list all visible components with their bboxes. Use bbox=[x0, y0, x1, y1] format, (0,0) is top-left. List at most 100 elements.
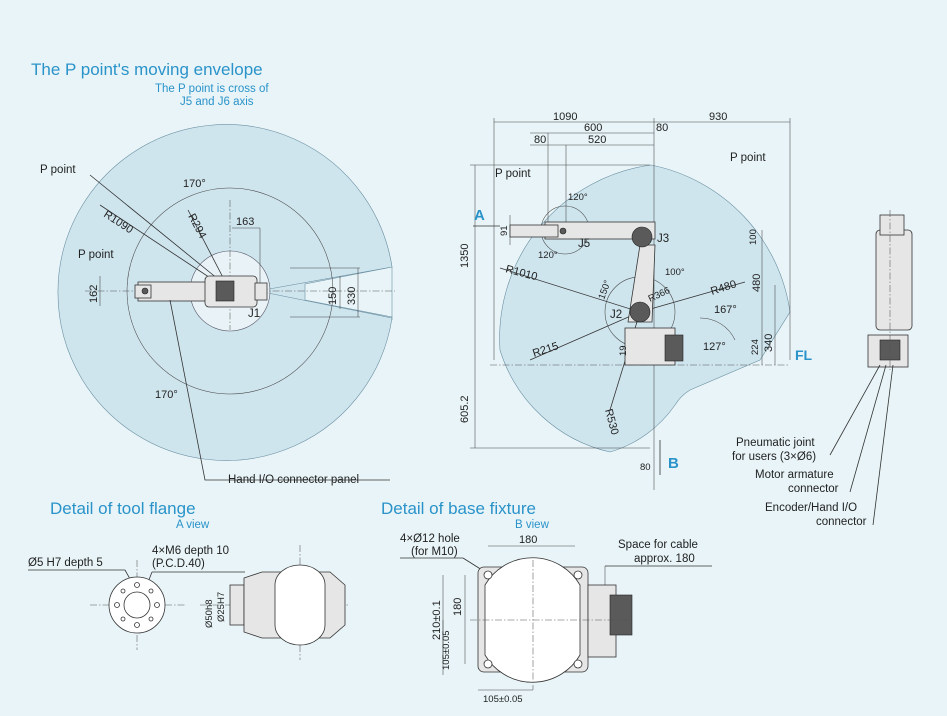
dim-340: 340 bbox=[763, 334, 775, 352]
envelope-note-line1: The P point is cross of bbox=[155, 83, 269, 95]
tool-flange-view: A view bbox=[176, 519, 210, 531]
hand-io-label: Hand I/O connector panel bbox=[228, 474, 359, 486]
base-hole-label-1: 4×Ø12 hole bbox=[400, 533, 460, 545]
dim-224: 224 bbox=[750, 339, 761, 355]
side-upper-arm bbox=[627, 244, 656, 323]
dim-91: 91 bbox=[499, 225, 510, 236]
base-fixture-detail: Detail of base fixture B view 4×Ø12 hole… bbox=[381, 499, 712, 705]
envelope-title: The P point's moving envelope bbox=[31, 60, 263, 79]
angle-127-arc bbox=[699, 317, 736, 341]
base-fixture-title: Detail of base fixture bbox=[381, 499, 536, 518]
base-dim-210: 210±0.1 bbox=[431, 600, 443, 640]
flange-plate bbox=[229, 584, 245, 626]
flange-dim-25h7: Ø25H7 bbox=[216, 592, 227, 622]
side-p-point-dot bbox=[559, 227, 567, 235]
angle-100: 100° bbox=[665, 267, 685, 278]
joint-j5: J5 bbox=[578, 238, 590, 250]
side-p-point-b: P point bbox=[730, 152, 766, 164]
base-hole-label-2: (for M10) bbox=[411, 546, 458, 558]
flange-dim-50h8: Ø50h8 bbox=[204, 599, 215, 628]
dim-330: 330 bbox=[346, 287, 358, 305]
tool-flange-detail: Detail of tool flange A view Ø5 H7 depth… bbox=[28, 499, 350, 660]
envelope-note-line2: J5 and J6 axis bbox=[180, 96, 254, 108]
top-p-point-dot bbox=[141, 287, 149, 295]
view-b-label: B bbox=[668, 455, 679, 472]
pneumatic-line2: for users (3×Ø6) bbox=[732, 451, 816, 463]
flange-hole-7 bbox=[148, 588, 154, 594]
side-wrist bbox=[509, 224, 559, 238]
side-j3 bbox=[631, 226, 653, 248]
dim-1350: 1350 bbox=[459, 244, 471, 268]
side-view: 1090 930 600 80 80 520 1350 605.2 100 48… bbox=[459, 111, 813, 490]
dim-605: 605.2 bbox=[459, 395, 471, 423]
base-dim-105-v: 105±0.05 bbox=[441, 630, 452, 670]
base-dim-180-top: 180 bbox=[519, 534, 537, 546]
base-hole-4 bbox=[573, 659, 583, 669]
side-j2 bbox=[629, 301, 651, 323]
dim-100: 100 bbox=[748, 229, 759, 245]
flange-hole-4 bbox=[134, 622, 140, 628]
flange-hole-1 bbox=[114, 602, 120, 608]
p-point-leader-1 bbox=[89, 174, 219, 280]
angle-170-bottom: 170° bbox=[155, 389, 178, 401]
top-view: P point P point 170° 170° R1090 R294 163… bbox=[40, 124, 395, 486]
tool-flange-screw-label-1: 4×M6 depth 10 bbox=[152, 545, 229, 557]
encoder-line1: Encoder/Hand I/O bbox=[765, 502, 857, 514]
dim-80b: 80 bbox=[656, 122, 668, 134]
top-arm-joint bbox=[215, 280, 235, 302]
flange-hole-8 bbox=[120, 616, 126, 622]
encoder-line2: connector bbox=[816, 516, 867, 528]
pneumatic-leader bbox=[829, 364, 881, 456]
view-a-label: A bbox=[474, 207, 485, 224]
motor-line2: connector bbox=[788, 483, 839, 495]
dim-19: 19 bbox=[618, 345, 629, 356]
base-cable-2: approx. 180 bbox=[634, 553, 695, 565]
base-cable-1: Space for cable bbox=[618, 539, 698, 551]
dim-480: 480 bbox=[751, 274, 763, 292]
front-arm bbox=[875, 229, 913, 331]
dim-520: 520 bbox=[588, 134, 606, 146]
encoder-leader bbox=[872, 364, 894, 526]
flange-inner-body bbox=[274, 564, 326, 646]
p-point-label-1: P point bbox=[40, 164, 76, 176]
base-fixture-view: B view bbox=[515, 519, 550, 531]
angle-170-top: 170° bbox=[183, 178, 206, 190]
tool-flange-hole-label: Ø5 H7 depth 5 bbox=[28, 557, 103, 569]
r215-line bbox=[529, 311, 641, 361]
side-p-point-a: P point bbox=[495, 168, 531, 180]
flange-hole-3 bbox=[134, 582, 140, 588]
tool-flange-title: Detail of tool flange bbox=[50, 499, 196, 518]
base-dim-105-h: 105±0.05 bbox=[483, 694, 523, 705]
flange-hole-6 bbox=[148, 616, 154, 622]
dim-162: 162 bbox=[88, 285, 100, 303]
base-dim-180-side: 180 bbox=[452, 598, 464, 616]
r1010-line bbox=[499, 267, 641, 313]
hand-io-leader bbox=[169, 299, 390, 481]
base-connector bbox=[609, 594, 633, 636]
dim-80c: 80 bbox=[640, 462, 651, 473]
flange-inner bbox=[123, 591, 151, 619]
dim-930: 930 bbox=[709, 111, 727, 123]
top-arm-motor bbox=[254, 282, 268, 301]
dim-163: 163 bbox=[236, 216, 254, 228]
dim-1090: 1090 bbox=[553, 111, 577, 123]
flange-hole-2 bbox=[154, 602, 160, 608]
dim-600: 600 bbox=[584, 122, 602, 134]
tool-flange-screw-label-2: (P.C.D.40) bbox=[152, 558, 205, 570]
joint-j1: J1 bbox=[248, 308, 260, 320]
dim-80a: 80 bbox=[534, 134, 546, 146]
dim-150: 150 bbox=[327, 287, 339, 305]
side-base-connector bbox=[664, 334, 684, 362]
base-hole-1 bbox=[483, 570, 493, 580]
base-hole-3 bbox=[483, 659, 493, 669]
angle-120a: 120° bbox=[568, 192, 588, 203]
front-view: Pneumatic joint for users (3×Ø6) Motor a… bbox=[732, 210, 913, 528]
r480-line bbox=[639, 281, 746, 313]
motor-leader bbox=[849, 364, 887, 493]
flange-hole-5 bbox=[120, 588, 126, 594]
pneumatic-line1: Pneumatic joint bbox=[736, 437, 815, 449]
angle-167: 167° bbox=[714, 304, 737, 316]
joint-j3: J3 bbox=[657, 233, 669, 245]
p-point-label-2: P point bbox=[78, 249, 114, 261]
angle-127: 127° bbox=[703, 341, 726, 353]
